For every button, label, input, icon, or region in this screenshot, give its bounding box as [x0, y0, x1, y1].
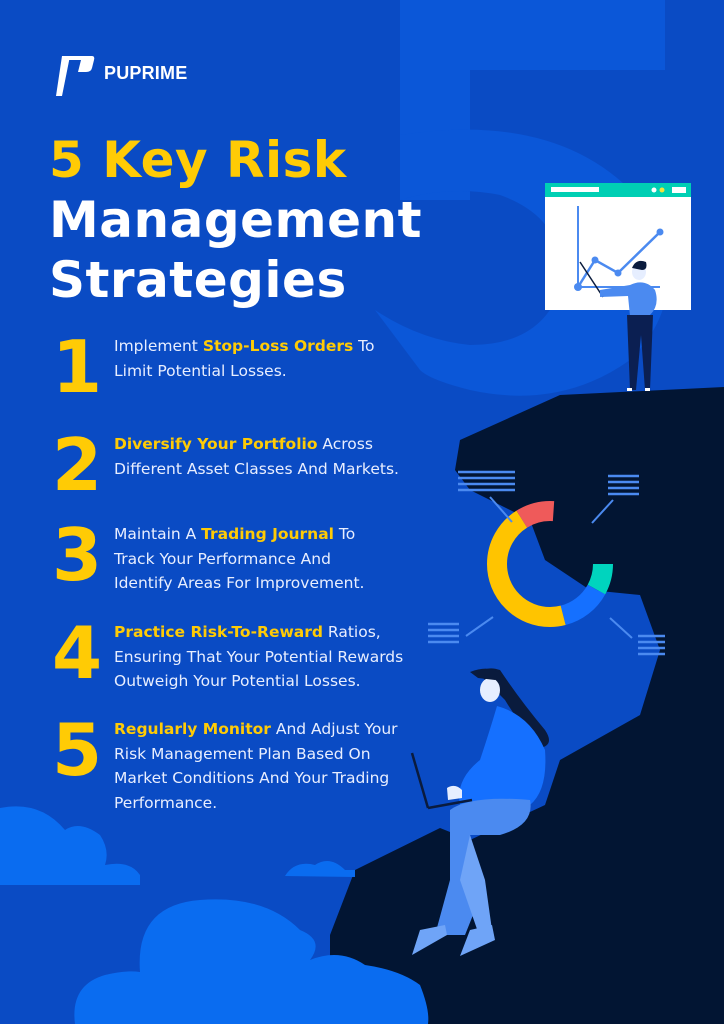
strategy-item-2: 2 Diversify Your Portfolio Across Differ…	[52, 423, 434, 507]
brand-name: PUPRIME	[104, 62, 188, 83]
strategy-item-1: 1 Implement Stop-Loss Orders To Limit Po…	[52, 325, 414, 409]
page-title: 5 Key Risk Management Strategies	[49, 130, 422, 310]
cloud-mid	[285, 861, 355, 877]
strategy-number: 1	[52, 325, 103, 409]
text-pre: Implement	[114, 337, 203, 355]
strategy-item-5: 5 Regularly Monitor And Adjust Your Risk…	[52, 708, 419, 815]
cloud-left	[0, 806, 140, 885]
text-pre: Maintain A	[114, 525, 202, 543]
cloud-bottom	[74, 899, 429, 1024]
title-line-2: Management	[49, 191, 423, 249]
strategy-number: 4	[52, 611, 103, 695]
text-post: To Track Your Performance And Identify A…	[114, 525, 365, 592]
strategy-number: 3	[52, 513, 103, 597]
text-highlight: Diversify Your Portfolio	[114, 435, 318, 453]
title-line-3: Strategies	[49, 251, 347, 309]
text-highlight: Practice Risk-To-Reward	[114, 623, 323, 641]
text-highlight: Regularly Monitor	[114, 720, 271, 738]
strategy-item-4: 4 Practice Risk-To-Reward Ratios, Ensuri…	[52, 611, 434, 695]
strategy-text: Diversify Your Portfolio Across Differen…	[114, 430, 434, 500]
text-highlight: Stop-Loss Orders	[202, 337, 354, 355]
brand-logo[interactable]: PUPRIME	[48, 48, 187, 98]
woman-with-laptop-figure	[410, 668, 549, 956]
text-post: And Adjust Your Risk Management Plan Bas…	[114, 720, 398, 812]
strategy-text: Practice Risk-To-Reward Ratios, Ensuring…	[114, 618, 434, 694]
puprime-p-logo-icon	[56, 56, 95, 96]
title-line-1: 5 Key Risk	[49, 131, 347, 189]
strategy-item-3: 3 Maintain A Trading Journal To Track Yo…	[52, 513, 384, 597]
donut-callouts	[428, 470, 665, 656]
strategy-text: Regularly Monitor And Adjust Your Risk M…	[114, 715, 419, 815]
donut-chart-icon	[487, 501, 613, 627]
text-post: Across Different Asset Classes And Marke…	[114, 435, 399, 478]
strategy-text: Implement Stop-Loss Orders To Limit Pote…	[114, 332, 414, 402]
text-post: Ratios, Ensuring That Your Potential Rew…	[114, 623, 404, 690]
text-post: To Limit Potential Losses.	[114, 337, 375, 380]
text-highlight: Trading Journal	[201, 525, 334, 543]
presenter-man-figure	[579, 260, 657, 391]
strategy-number: 2	[52, 423, 103, 507]
strategy-text: Maintain A Trading Journal To Track Your…	[114, 520, 384, 596]
strategy-number: 5	[52, 708, 103, 792]
cliff-shape	[330, 387, 724, 1024]
